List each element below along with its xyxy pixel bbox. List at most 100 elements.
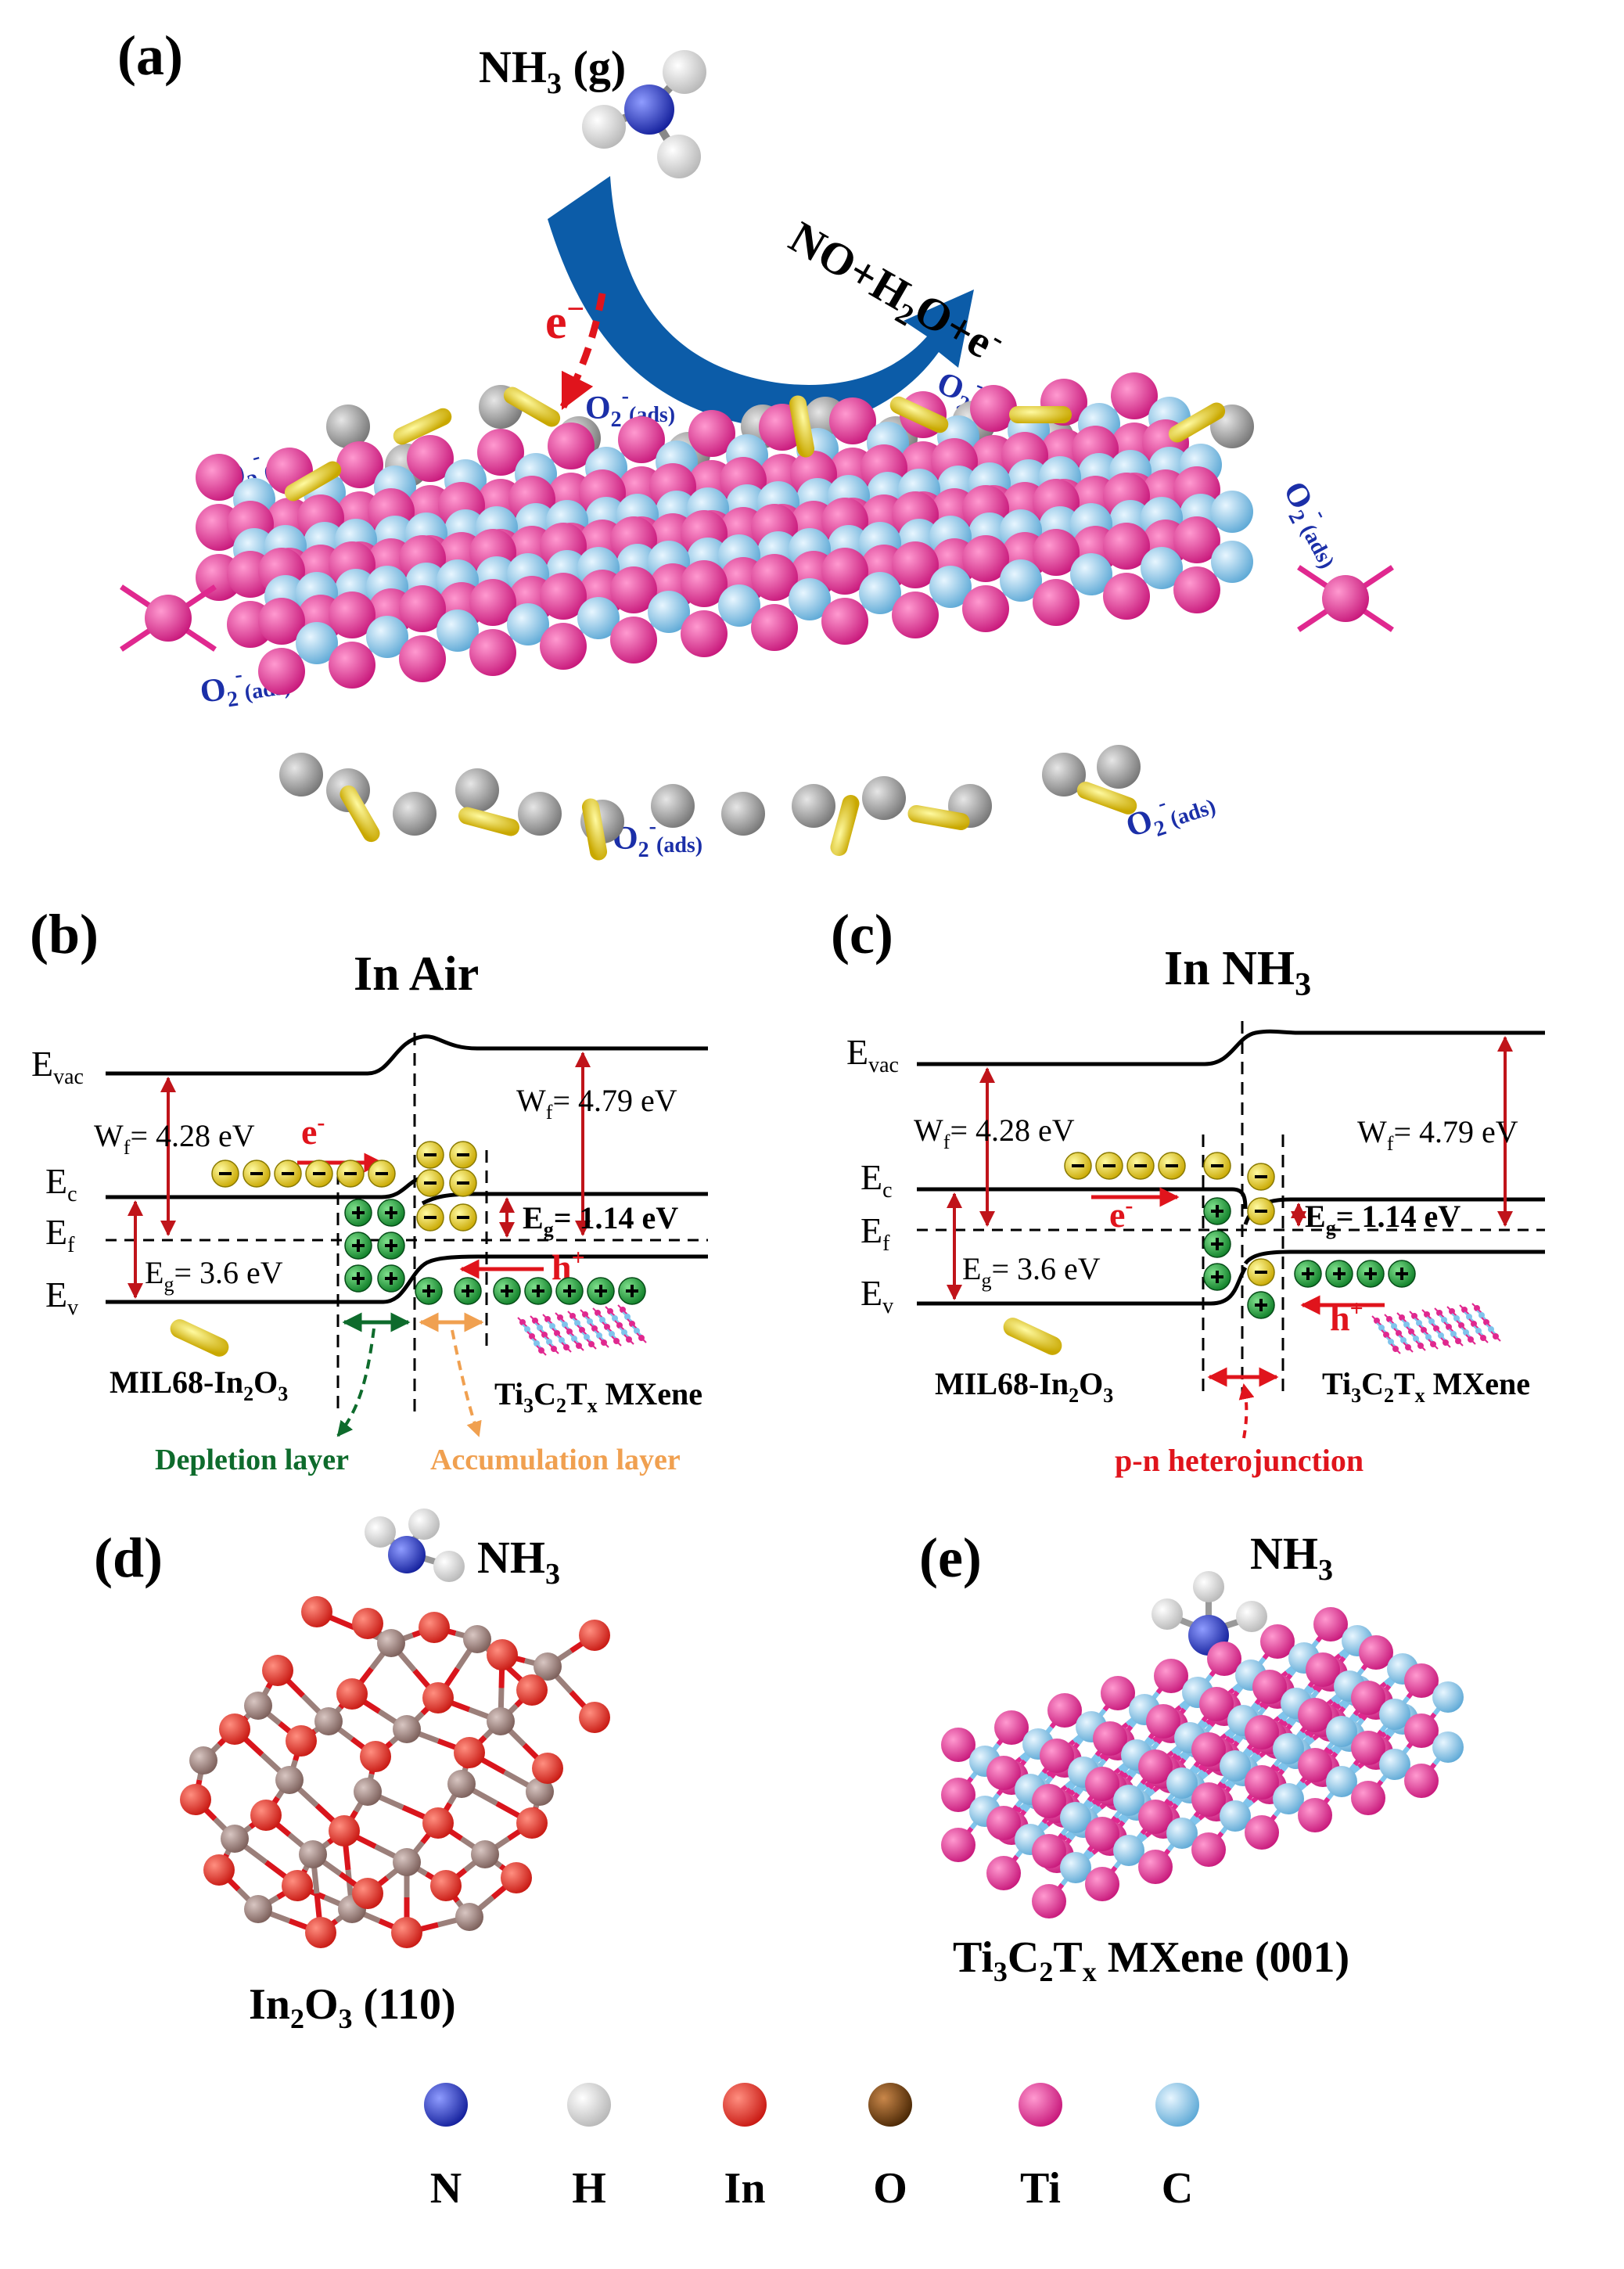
- c-atom: [1488, 1326, 1494, 1332]
- o-atom: [471, 1840, 499, 1868]
- o-atom: [393, 1848, 421, 1876]
- in-atom: [352, 1608, 383, 1639]
- o2-ads-label: O2-(ads): [1271, 473, 1356, 574]
- surface-atom: [518, 792, 562, 836]
- ti-atom: [821, 548, 868, 595]
- ti-atom: [626, 1336, 632, 1343]
- o-atom: [377, 1629, 405, 1657]
- c-atom: [1070, 553, 1112, 595]
- ti-atom: [986, 1856, 1021, 1890]
- ti-atom: [1245, 1715, 1279, 1749]
- eg-right-b: Eg= 1.14 eV: [523, 1200, 678, 1241]
- in-atom: [360, 1741, 391, 1772]
- electron-ball: [368, 1160, 396, 1188]
- ti-atom: [618, 416, 665, 463]
- ti-atom: [541, 1332, 548, 1338]
- accumulation-pointer: [451, 1329, 482, 1437]
- o-atom: [393, 1715, 421, 1743]
- hole-ball: [618, 1277, 646, 1305]
- ti-atom: [1173, 516, 1220, 563]
- ti-atom: [1424, 1311, 1430, 1318]
- c-atom: [574, 1320, 580, 1326]
- o2-rod: [789, 395, 815, 458]
- in-atom: [419, 1612, 450, 1643]
- ti-atom: [1032, 1784, 1066, 1818]
- charge-carriers-b: [211, 1141, 646, 1305]
- ti-atom: [688, 410, 735, 457]
- c-atom: [1113, 1785, 1144, 1816]
- c-atom: [612, 1315, 618, 1321]
- o2-rod: [907, 804, 970, 831]
- depletion-pointer: [336, 1328, 375, 1437]
- nh3-gas-label: NH3 (g): [479, 41, 626, 100]
- electron-ball: [1247, 1197, 1275, 1225]
- o-atom: [221, 1825, 249, 1853]
- in-atom: [282, 1870, 313, 1901]
- material-left-b: MIL68-In2O3: [110, 1365, 288, 1405]
- ti-atom: [595, 1310, 601, 1316]
- c-atom: [366, 616, 408, 658]
- c-atom: [621, 1329, 627, 1336]
- ti-atom: [1436, 1310, 1443, 1316]
- ti-atom: [1386, 1316, 1392, 1322]
- c-atom: [718, 584, 760, 627]
- c-atom: [1220, 1750, 1251, 1782]
- c-atom: [537, 1325, 543, 1331]
- c-atom: [1379, 1749, 1410, 1780]
- c-atom: [1428, 1318, 1435, 1325]
- surface-atom: [792, 784, 835, 828]
- ti-atom: [469, 629, 516, 676]
- ti-atom: [1306, 1652, 1340, 1687]
- ti-atom: [1404, 1663, 1439, 1698]
- ti-atom: [1351, 1681, 1385, 1715]
- ti-atom: [610, 617, 657, 663]
- ti-atom: [548, 423, 595, 469]
- nh3-molecule-a: [582, 50, 706, 178]
- o-atom: [455, 1903, 483, 1931]
- in-atom: [250, 1800, 282, 1831]
- o-atom: [244, 1895, 272, 1923]
- c-atom: [1475, 1328, 1482, 1334]
- c-atom: [1478, 1312, 1485, 1318]
- c-atom: [559, 1337, 565, 1343]
- ti-atom: [616, 1322, 623, 1329]
- o2-rod: [458, 807, 520, 836]
- electron-transfer-arrow: [559, 293, 606, 411]
- c-atom: [1453, 1315, 1460, 1321]
- eg-right-c: Eg= 1.14 eV: [1305, 1199, 1461, 1239]
- level-ec-b: Ec: [45, 1161, 77, 1206]
- hole-ball: [377, 1232, 405, 1260]
- ti-atom: [329, 642, 375, 689]
- ti-atom: [1154, 1659, 1188, 1693]
- ti-atom: [1103, 523, 1150, 570]
- ti-atom: [1207, 1642, 1241, 1676]
- ti-atom: [145, 595, 192, 642]
- lattice-atoms: [941, 1607, 1464, 1918]
- surface-atom: [326, 405, 370, 448]
- electron-ball: [1247, 1163, 1275, 1191]
- ti-atom: [1245, 1765, 1279, 1800]
- ti-atom: [407, 435, 454, 482]
- c-atom: [789, 578, 831, 620]
- o-atom: [534, 1652, 562, 1681]
- hole-ball: [344, 1199, 372, 1227]
- c-atom: [524, 1326, 530, 1332]
- ti-atom: [588, 1341, 595, 1347]
- ti-atom: [1359, 1635, 1393, 1670]
- electron-label-a: e−: [545, 291, 584, 349]
- legend-label-in: In: [724, 2164, 766, 2213]
- surface-atom: [1042, 753, 1086, 796]
- accumulation-layer-label: Accumulation layer: [430, 1444, 681, 1476]
- ti-atom: [892, 541, 939, 588]
- ti-atom: [569, 1313, 576, 1319]
- c-atom: [1432, 1681, 1464, 1713]
- products-label: NO+H2O+e-: [778, 209, 1011, 378]
- surface-atom: [1097, 745, 1141, 789]
- in-atom: [422, 1682, 454, 1713]
- ti-atom: [1421, 1327, 1427, 1333]
- electron-ball: [416, 1169, 444, 1197]
- hole-ball: [454, 1277, 482, 1305]
- surface-atom: [279, 753, 323, 796]
- ti-atom: [1443, 1339, 1449, 1346]
- wf-right-c: Wf= 4.79 eV: [1357, 1114, 1518, 1155]
